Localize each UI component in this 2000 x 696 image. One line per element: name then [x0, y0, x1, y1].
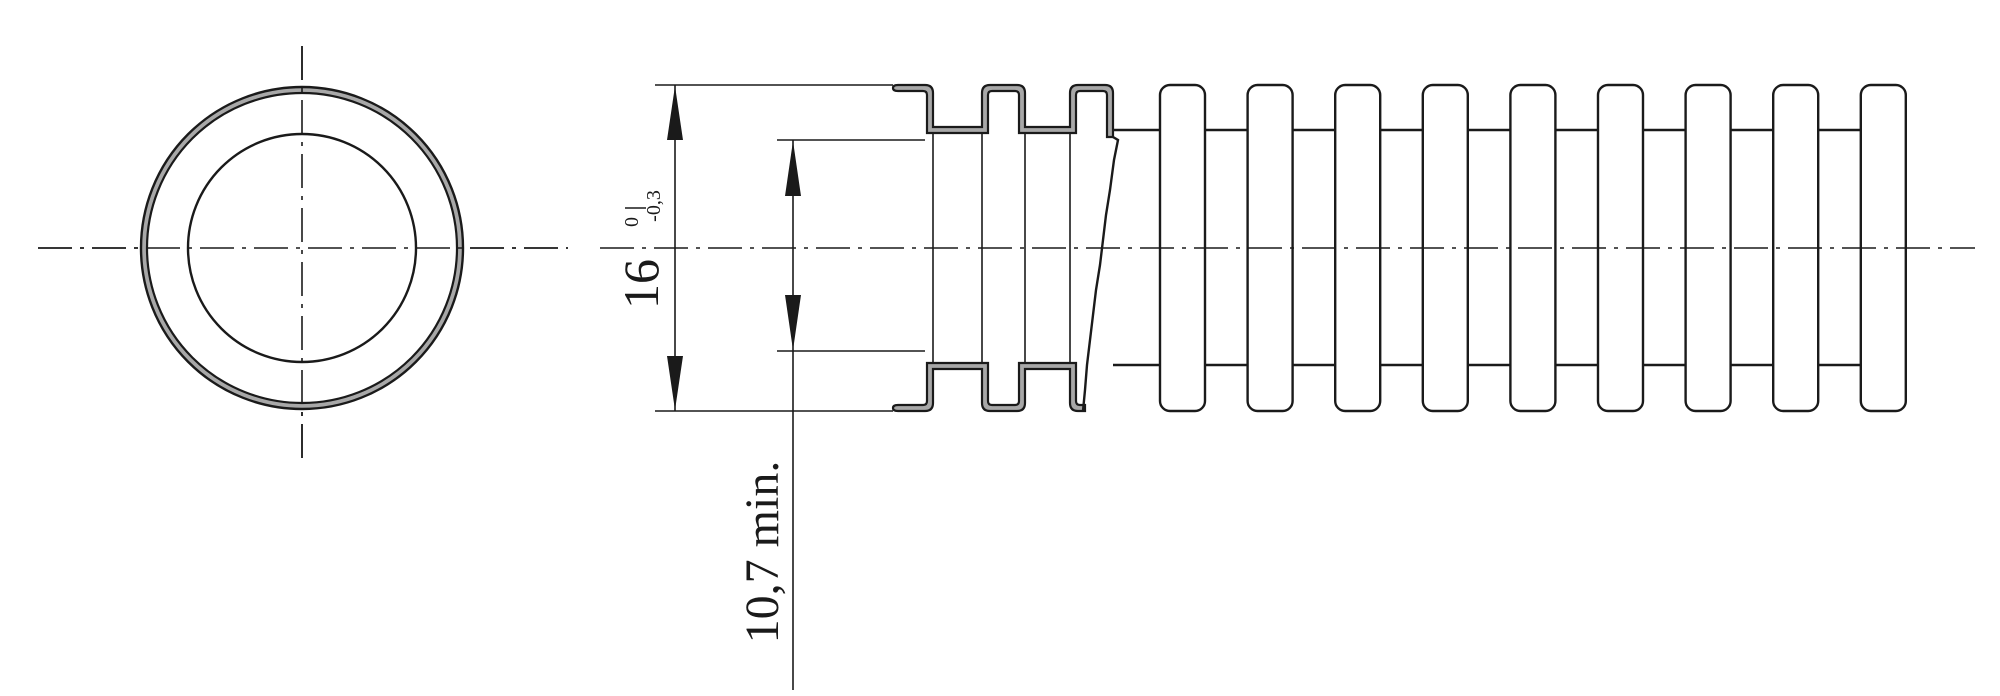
side-view: 16 0 -0,3 10,7 min.: [600, 83, 1975, 690]
break-line: [1081, 135, 1120, 412]
section-bottom-wall: [891, 361, 1087, 413]
core-lines: [1113, 128, 1861, 367]
inner-diameter-dimension: 10,7 min.: [736, 139, 925, 690]
inner-arrow-top: [785, 141, 801, 196]
outer-diameter-dimension: 16 0 -0,3: [613, 84, 893, 412]
outer-diameter-value: 16: [613, 259, 669, 309]
inner-diameter-label: 10,7 min.: [736, 461, 789, 644]
outer-tolerance-upper: 0: [621, 217, 643, 227]
outer-arrow-top: [667, 86, 683, 140]
outer-tolerance-lower: -0,3: [643, 190, 665, 222]
inner-arrow-bottom: [785, 295, 801, 350]
section-top-wall: [891, 83, 1115, 139]
outer-arrow-bottom: [667, 356, 683, 410]
end-view-wall-inner-edge: [145, 91, 459, 405]
end-view: [38, 46, 568, 460]
